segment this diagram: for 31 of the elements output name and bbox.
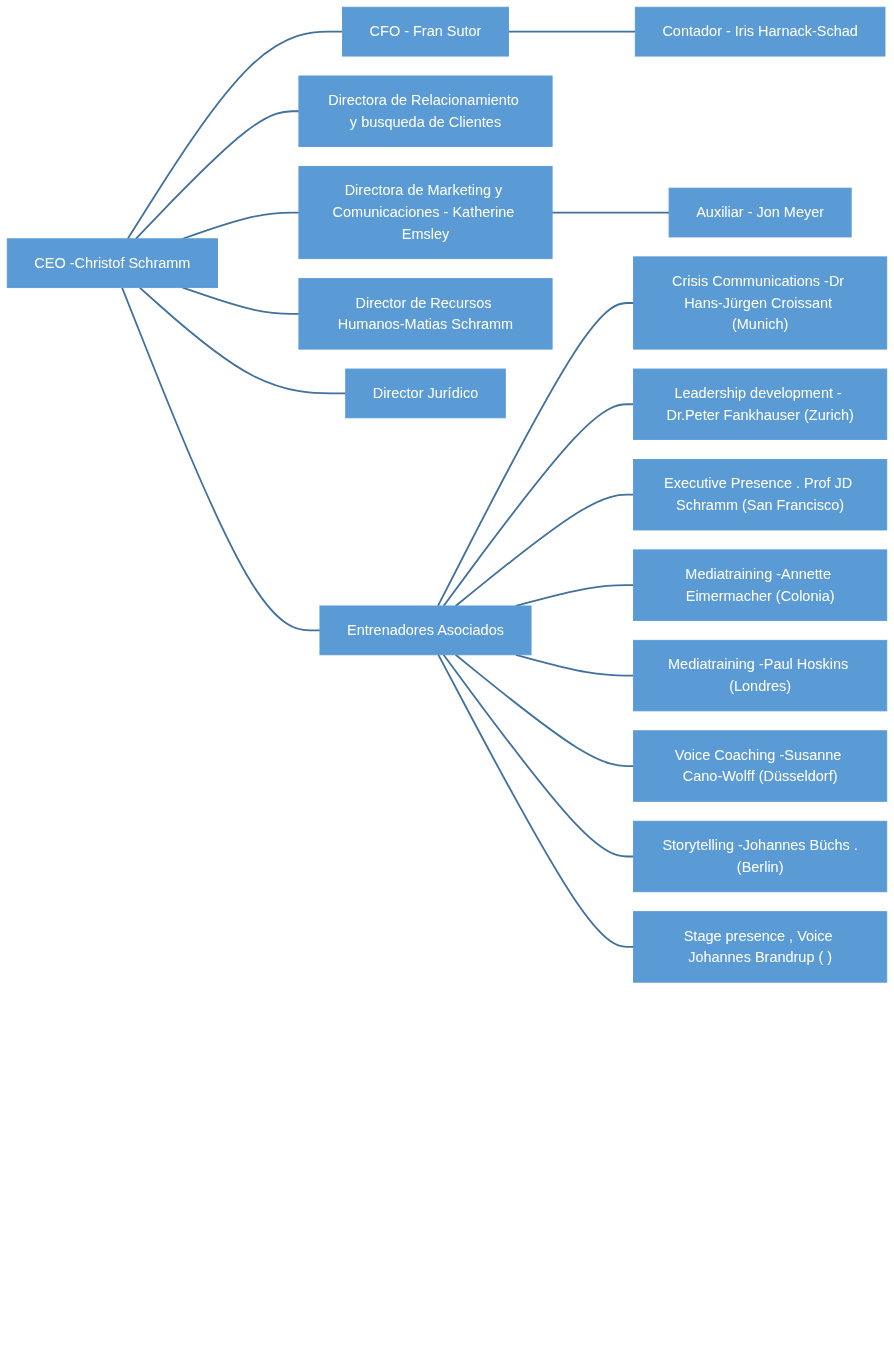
- node-box: Director de Recursos Humanos-Matias Schramm: [298, 278, 553, 350]
- node-box: Mediatraining -Annette Eimermacher (Colonia): [633, 549, 888, 621]
- connector: [551, 211, 670, 214]
- node-box: Mediatraining -Paul Hoskins (Londres): [633, 639, 888, 712]
- node-box: Auxiliar - Jon Meyer: [668, 187, 852, 238]
- node-box: Director Jurídico: [345, 368, 506, 419]
- connector: [138, 286, 347, 395]
- node-box: Crisis Communications -Dr Hans-Jürgen Croissant (Munich): [633, 256, 888, 350]
- node-box: CEO -Christof Schramm: [6, 238, 218, 289]
- node-box: Directora de Marketing y Comunicaciones - Katherine Emsley: [298, 165, 553, 260]
- node-box: Contador - Iris Harnack-Schad: [634, 6, 886, 57]
- connector: [514, 653, 635, 677]
- node-box: Storytelling -Johannes Büchs .(Berlin): [633, 820, 888, 893]
- connector: [454, 653, 635, 767]
- connector: [442, 653, 635, 858]
- connector: [126, 30, 344, 240]
- node-box: Executive Presence . Prof JD Schramm (San Francisco): [633, 459, 888, 531]
- connector: [181, 286, 300, 315]
- node-box: Voice Coaching -Susanne Cano-Wolff (Düsseldorf): [633, 730, 888, 802]
- connector: [134, 110, 300, 240]
- node-box: CFO - Fran Sutor: [342, 6, 509, 57]
- connector: [121, 286, 321, 632]
- node-box: Leadership development - Dr.Peter Fankhauser (Zurich): [633, 368, 888, 440]
- connector: [437, 653, 635, 948]
- connector: [437, 302, 635, 607]
- node-box: Entrenadores Asociados: [319, 605, 532, 656]
- node-box: Directora de Relacionamiento y busqueda de Clientes: [298, 75, 553, 147]
- connector: [454, 493, 635, 607]
- connector: [507, 30, 637, 33]
- connector: [442, 403, 635, 607]
- node-box: Stage presence , Voice Johannes Brandrup ( ): [633, 911, 888, 983]
